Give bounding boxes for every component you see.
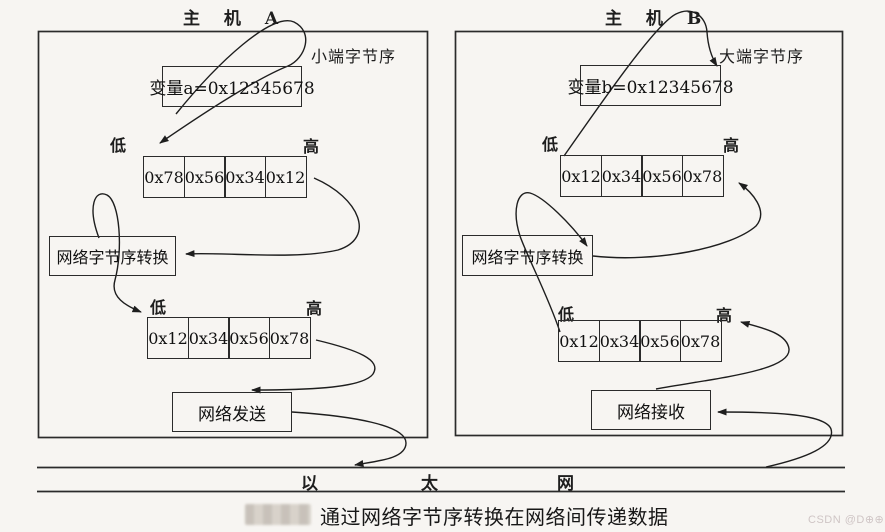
host-b-network-memory-row: 0x12 0x34 0x56 0x78 [558, 320, 722, 362]
host-b-convert-label: 网络字节序转换 [471, 247, 584, 267]
host-b-receive-label: 网络接收 [617, 402, 685, 423]
host-a-variable-label: 变量a=0x12345678 [149, 79, 315, 99]
byte-cell: 0x56 [639, 320, 681, 362]
byte-cell: 0x56 [228, 317, 270, 359]
byte-cell: 0x78 [143, 156, 185, 198]
host-a-variable-box: 变量a=0x12345678 [149, 66, 315, 107]
caption-figure-number-redacted [245, 504, 311, 525]
host-b-variable-label: 变量b=0x12345678 [567, 78, 734, 98]
ethernet-label-char-3: 网 [557, 474, 574, 494]
host-a-send-label: 网络发送 [198, 404, 266, 425]
host-a-send-box: 网络发送 [172, 392, 292, 432]
byte-cell: 0x12 [264, 156, 307, 198]
byte-cell: 0x78 [681, 155, 724, 197]
host-b-convert-box: 网络字节序转换 [462, 235, 593, 276]
host-a-network-low-label: 低 [150, 298, 167, 317]
host-b-network-low-label: 低 [558, 305, 575, 324]
host-b-receive-box: 网络接收 [591, 390, 711, 430]
figure-caption: 通过网络字节序转换在网络间传递数据 [320, 505, 669, 529]
byte-cell: 0x34 [187, 317, 230, 359]
byte-cell: 0x56 [183, 156, 226, 198]
host-a-title: 主 机 A [183, 9, 288, 29]
host-b-native-memory-row: 0x12 0x34 0x56 0x78 [560, 155, 724, 197]
host-a-native-memory-row: 0x78 0x56 0x34 0x12 [143, 156, 307, 198]
byte-cell: 0x34 [598, 320, 641, 362]
byte-cell: 0x12 [147, 317, 189, 359]
host-a-convert-box: 网络字节序转换 [49, 236, 176, 276]
host-b-memory-low-label: 低 [542, 135, 559, 154]
byte-cell: 0x12 [560, 155, 602, 197]
ethernet-label-char-2: 太 [421, 474, 438, 494]
byte-cell: 0x56 [641, 155, 683, 197]
byte-cell: 0x78 [679, 320, 722, 362]
host-a-network-memory-row: 0x12 0x34 0x56 0x78 [147, 317, 311, 359]
byte-cell: 0x34 [600, 155, 643, 197]
byte-cell: 0x12 [558, 320, 600, 362]
host-a-memory-high-label: 高 [303, 137, 320, 156]
host-a-memory-low-label: 低 [110, 136, 127, 155]
host-a-endianness-label: 小端字节序 [311, 47, 397, 66]
host-b-title: 主 机 B [605, 9, 711, 29]
arrow-send-to-ethernet [291, 411, 407, 467]
host-b-memory-high-label: 高 [723, 136, 740, 155]
host-a-convert-label: 网络字节序转换 [56, 248, 169, 267]
host-b-variable-box: 变量b=0x12345678 [567, 65, 734, 106]
host-b-endianness-label: 大端字节序 [719, 47, 805, 66]
host-a-network-high-label: 高 [306, 299, 323, 318]
byte-cell: 0x34 [224, 156, 266, 198]
csdn-watermark: CSDN @D⊕⊕ [808, 514, 885, 526]
byte-cell: 0x78 [268, 317, 311, 359]
arrow-ethernet-to-receive [717, 408, 833, 468]
ethernet-label-char-1: 以 [301, 474, 318, 494]
